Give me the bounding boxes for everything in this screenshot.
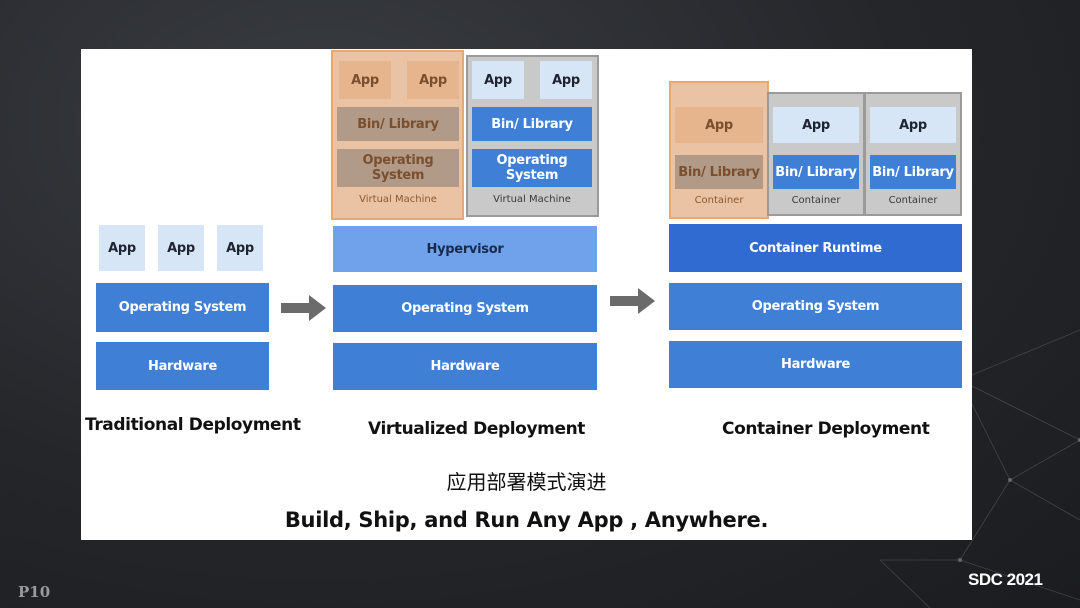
vm1-app-2: App bbox=[407, 61, 459, 99]
container3-bin-library: Bin/ Library bbox=[870, 155, 956, 189]
arrow-right-icon bbox=[610, 288, 655, 314]
traditional-app-3: App bbox=[217, 225, 263, 271]
slide-image: App App App Operating System Hardware Tr… bbox=[81, 49, 972, 540]
vm1-bin-library: Bin/ Library bbox=[337, 107, 459, 141]
vm1-operating-system: Operating System bbox=[337, 149, 459, 187]
container2-bin-library: Bin/ Library bbox=[773, 155, 859, 189]
container3-app: App bbox=[870, 107, 956, 143]
container-runtime-layer: Container Runtime bbox=[669, 224, 962, 272]
traditional-app-2: App bbox=[158, 225, 204, 271]
container1-bin-library: Bin/ Library bbox=[675, 155, 763, 189]
virtualized-caption: Virtualized Deployment bbox=[368, 419, 586, 439]
vm2-operating-system: Operating System bbox=[472, 149, 592, 187]
virtualized-hardware-layer: Hardware bbox=[333, 343, 597, 390]
traditional-caption: Traditional Deployment bbox=[85, 415, 301, 435]
traditional-hardware-layer: Hardware bbox=[96, 342, 269, 390]
container-os-layer: Operating System bbox=[669, 283, 962, 330]
vm1-label: Virtual Machine bbox=[359, 194, 437, 205]
container2-app: App bbox=[773, 107, 859, 143]
container1-app: App bbox=[675, 107, 763, 143]
vm1-app-1: App bbox=[339, 61, 391, 99]
container2-label: Container bbox=[791, 195, 841, 206]
page-number: P10 bbox=[18, 583, 51, 601]
vm2-bin-library: Bin/ Library bbox=[472, 107, 592, 141]
subtitle-chinese: 应用部署模式演进 bbox=[446, 470, 607, 494]
arrow-right-icon bbox=[281, 295, 326, 321]
vm2-app-2: App bbox=[540, 61, 592, 99]
traditional-os-layer: Operating System bbox=[96, 283, 269, 332]
vm2-label: Virtual Machine bbox=[493, 194, 571, 205]
container-caption: Container Deployment bbox=[722, 419, 930, 439]
brand-logo: SDC 2021 bbox=[968, 570, 1043, 589]
vm2-app-1: App bbox=[472, 61, 524, 99]
traditional-app-1: App bbox=[99, 225, 145, 271]
hypervisor-layer: Hypervisor bbox=[333, 226, 597, 272]
container-hardware-layer: Hardware bbox=[669, 341, 962, 388]
virtualized-os-layer: Operating System bbox=[333, 285, 597, 332]
container3-label: Container bbox=[888, 195, 938, 206]
slogan: Build, Ship, and Run Any App , Anywhere. bbox=[284, 508, 769, 532]
container1-label: Container bbox=[694, 195, 744, 206]
